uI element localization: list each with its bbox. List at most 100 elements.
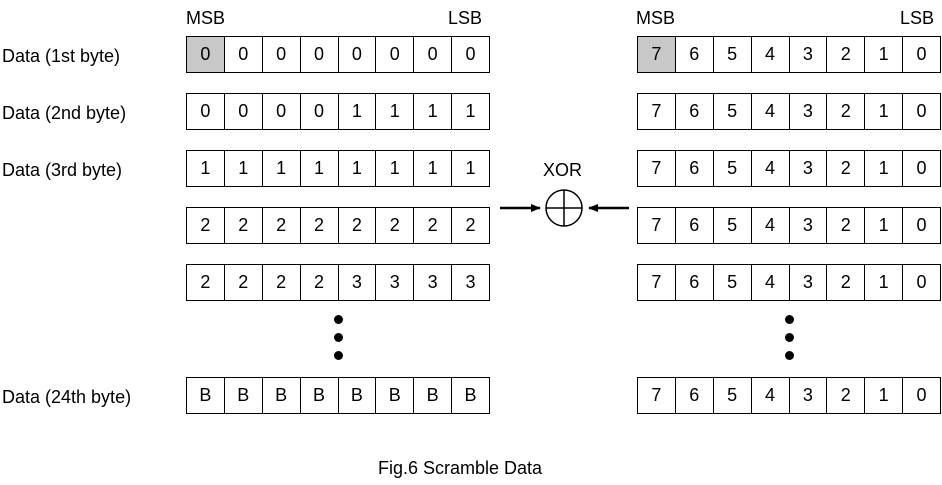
bit-cell-msb: 1 (200, 158, 211, 178)
dot (785, 351, 794, 360)
bit-cell: 0 (337, 37, 376, 72)
bit-cell: 1 (864, 378, 902, 413)
right-register-row-1: 7 6 5 4 3 2 1 0 (637, 36, 941, 73)
bit-cell: 2 (826, 378, 864, 413)
bit-cell-lsb: 0 (451, 37, 489, 72)
bit-cell: 3 (788, 94, 827, 129)
bit-cell: 5 (712, 378, 751, 413)
bit-cell: 6 (674, 378, 713, 413)
bit-cell-msb: 0 (200, 101, 211, 121)
bit-cell: 6 (674, 94, 713, 129)
bit-cell: 2 (826, 151, 864, 186)
bit-cell: 1 (337, 94, 376, 129)
left-register-1st-byte: 0 0 0 0 0 0 0 0 (186, 36, 490, 73)
bit-cell: B (337, 378, 376, 413)
bit-cell: 4 (750, 37, 789, 72)
bit-cell: 2 (261, 265, 300, 300)
bit-cell: 6 (674, 208, 713, 243)
bit-cell: 1 (337, 151, 376, 186)
bit-cell: 0 (223, 37, 262, 72)
bit-cell: 1 (413, 151, 451, 186)
bit-cell: 6 (674, 265, 713, 300)
bit-cell: B (261, 378, 300, 413)
bit-cell: 2 (826, 208, 864, 243)
bit-cell: 1 (864, 208, 902, 243)
bit-cell-lsb: 0 (902, 37, 940, 72)
row-label-3rd-byte: Data (3rd byte) (2, 160, 123, 180)
bit-cell: 3 (413, 265, 451, 300)
bit-cell: 2 (826, 265, 864, 300)
dot (785, 315, 794, 324)
bit-cell: 5 (712, 94, 751, 129)
bit-cell: 2 (261, 208, 300, 243)
bit-cell-lsb: 0 (902, 94, 940, 129)
bit-cell: 0 (413, 37, 451, 72)
bit-cell: 2 (826, 37, 864, 72)
bit-cell-lsb: 0 (902, 151, 940, 186)
left-register-2nd-byte: 0 0 0 0 1 1 1 1 (186, 93, 490, 130)
left-msb-label: MSB (186, 8, 226, 28)
bit-cell-msb: 2 (200, 215, 211, 235)
bit-cell: 3 (788, 151, 827, 186)
bit-cell: 3 (788, 37, 827, 72)
bit-cell-lsb: 0 (902, 208, 940, 243)
bit-cell: 2 (223, 265, 262, 300)
bit-cell: 2 (223, 208, 262, 243)
bit-cell-msb: 2 (200, 272, 211, 292)
right-register-row-3: 7 6 5 4 3 2 1 0 (637, 150, 941, 187)
bit-cell-lsb: 1 (451, 151, 489, 186)
bit-cell: 2 (826, 94, 864, 129)
bit-cell: 0 (261, 94, 300, 129)
right-register-row-2: 7 6 5 4 3 2 1 0 (637, 93, 941, 130)
bit-cell: 0 (299, 37, 338, 72)
bit-cell-msb: B (199, 385, 212, 405)
bit-cell: B (375, 378, 413, 413)
bit-cell: 4 (750, 378, 789, 413)
bit-cell: 0 (299, 94, 338, 129)
bit-cell: 3 (788, 208, 827, 243)
bit-cell: 0 (223, 94, 262, 129)
bit-cell: 1 (375, 151, 413, 186)
left-register-3rd-byte: 1 1 1 1 1 1 1 1 (186, 150, 490, 187)
bit-cell-lsb: 2 (451, 208, 489, 243)
bit-cell: 6 (674, 151, 713, 186)
bit-cell: 4 (750, 265, 789, 300)
bit-cell: 4 (750, 151, 789, 186)
bit-cell: 2 (337, 208, 376, 243)
dot (334, 351, 343, 360)
bit-cell: 2 (375, 208, 413, 243)
bit-cell-msb: 7 (638, 37, 675, 72)
bit-cell: 1 (864, 151, 902, 186)
bit-cell: 4 (750, 208, 789, 243)
dot (334, 315, 343, 324)
bit-cell-msb: 7 (651, 272, 662, 292)
row-label-24th-byte: Data (24th byte) (2, 387, 132, 407)
bit-cell-msb: 7 (651, 385, 662, 405)
left-continuation-dots (334, 315, 344, 369)
row-label-2nd-byte: Data (2nd byte) (2, 103, 127, 123)
bit-cell: 3 (375, 265, 413, 300)
bit-cell: 5 (712, 265, 751, 300)
bit-cell: 1 (299, 151, 338, 186)
bit-cell-lsb: 1 (451, 94, 489, 129)
bit-cell-lsb: B (451, 378, 489, 413)
bit-cell: 1 (223, 151, 262, 186)
dot (785, 333, 794, 342)
left-register-4th-byte: 2 2 2 2 2 2 2 2 (186, 207, 490, 244)
bit-cell: 2 (299, 208, 338, 243)
bit-cell: 6 (674, 37, 713, 72)
bit-cell: 0 (375, 37, 413, 72)
bit-cell: 5 (712, 151, 751, 186)
bit-cell: 3 (788, 378, 827, 413)
bit-cell-msb: 7 (651, 215, 662, 235)
bit-cell: 0 (261, 37, 300, 72)
right-msb-label: MSB (636, 8, 676, 28)
right-lsb-label: LSB (900, 8, 935, 28)
bit-cell: B (299, 378, 338, 413)
left-register-24th-byte: B B B B B B B B (186, 377, 490, 414)
right-register-row-5: 7 6 5 4 3 2 1 0 (637, 264, 941, 301)
bit-cell: 4 (750, 94, 789, 129)
bit-cell: 1 (864, 37, 902, 72)
bit-cell: 5 (712, 208, 751, 243)
